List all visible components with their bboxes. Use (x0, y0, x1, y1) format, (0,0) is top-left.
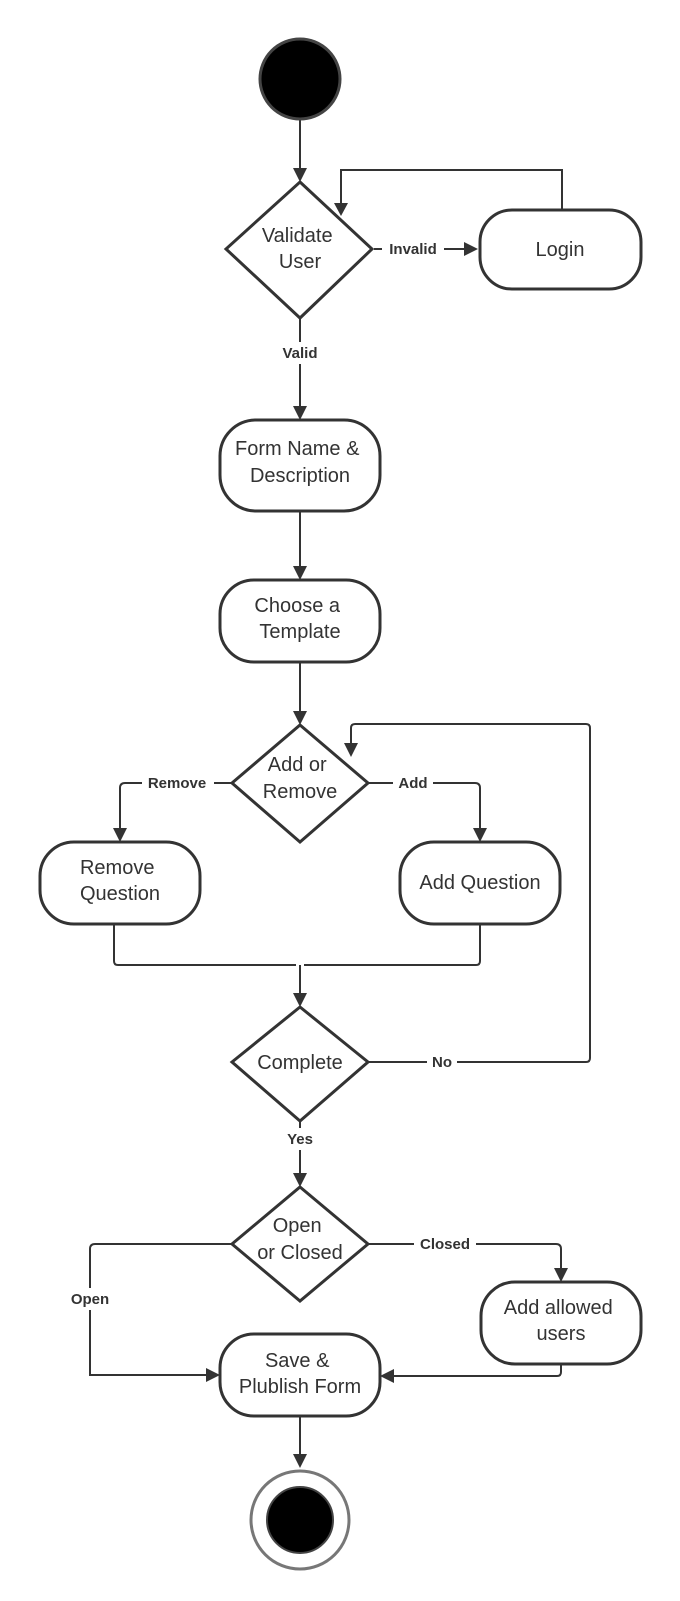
edge-label-yes: Yes (287, 1131, 313, 1148)
node-text-line: Question (80, 883, 160, 905)
edge-label-add: Add (398, 775, 427, 792)
arrowhead (464, 242, 478, 256)
node-text-line: Choose a (254, 595, 340, 617)
node-text-line: Remove (263, 781, 337, 803)
edge-labels: Invalid Valid Remove Add No Yes Open Clo… (64, 238, 476, 1310)
svg-text:Remove Question: Remove Question (80, 857, 160, 905)
decision-complete: Complete (229, 1005, 371, 1123)
edge-label-closed: Closed (420, 1236, 470, 1253)
activity-form-name-description: Form Name & Description (218, 418, 382, 513)
decision-add-or-remove: Add or Remove (229, 723, 371, 844)
arrowhead (206, 1368, 220, 1382)
decision-validate-user: Validate User (223, 179, 375, 321)
svg-text:Add or Remove: Add or Remove (263, 754, 337, 803)
activity-add-allowed-users: Add allowed users (479, 1280, 643, 1366)
node-text-line: users (537, 1323, 586, 1345)
activity-remove-question: Remove Question (38, 840, 202, 926)
edge-add-remove-to-add-question (368, 782, 481, 829)
node-text-line: Open (273, 1215, 322, 1237)
arrowhead (473, 828, 487, 842)
svg-text:Choose a Template: Choose a Template (254, 595, 345, 643)
arrowhead (113, 828, 127, 842)
arrowhead (293, 406, 307, 420)
arrowhead (334, 203, 348, 216)
edge-open-to-save (89, 1243, 231, 1376)
edge-add-remove-to-remove-question (119, 782, 232, 829)
arrowhead (293, 566, 307, 580)
arrowheads (113, 168, 568, 1468)
edge-allowed-users-to-save (393, 1365, 562, 1377)
svg-text:Login: Login (536, 239, 585, 261)
arrowhead (293, 1454, 307, 1468)
activity-save-publish-form: Save & Plublish Form (218, 1332, 382, 1418)
activity-choose-template: Choose a Template (218, 578, 382, 664)
arrowhead (293, 711, 307, 725)
node-text-line: Remove (80, 857, 154, 879)
node-text-line: Add allowed (504, 1297, 613, 1319)
decision-open-or-closed: Open or Closed (229, 1185, 371, 1303)
arrowhead (293, 1173, 307, 1187)
node-text-line: Template (259, 621, 340, 643)
end-node (249, 1469, 351, 1571)
svg-text:Complete: Complete (257, 1052, 343, 1074)
node-text-line: Login (536, 239, 585, 261)
activity-login: Login (478, 208, 643, 291)
node-text-line: Complete (257, 1052, 343, 1074)
svg-text:Validate User: Validate User (262, 225, 338, 273)
nodes: Validate User Login Form Name & Descript… (38, 37, 643, 1571)
node-text-line: Add or (268, 754, 327, 776)
svg-text:Add Question: Add Question (419, 872, 540, 894)
edge-remove-question-to-merge (113, 925, 296, 966)
node-text-line: Add Question (419, 872, 540, 894)
arrowhead (293, 993, 307, 1007)
edge-label-valid: Valid (282, 345, 317, 362)
arrowhead (380, 1369, 394, 1383)
node-text-line: Save & (265, 1350, 330, 1372)
edge-label-invalid: Invalid (389, 241, 437, 258)
edge-add-question-to-merge (304, 925, 481, 966)
node-text-line: Plublish Form (239, 1376, 361, 1398)
svg-text:Add allowed users: Add allowed users (504, 1297, 619, 1345)
edge-complete-no-loop (350, 723, 591, 1063)
arrowhead (293, 168, 307, 182)
svg-text:Save & Plublish Form: Save & Plublish Form (239, 1350, 361, 1398)
node-text-line: Description (250, 465, 350, 487)
edge-label-open: Open (71, 1291, 109, 1308)
node-text-line: Validate (262, 225, 333, 247)
node-text-line: Form Name & (235, 438, 360, 460)
edge-label-remove: Remove (148, 775, 206, 792)
edge-login-back-to-validate (340, 169, 563, 210)
activity-add-question: Add Question (398, 840, 562, 926)
edge-open-closed-to-allowed-users (369, 1243, 562, 1269)
edge-label-no: No (432, 1054, 452, 1071)
node-text-line: or Closed (257, 1242, 343, 1264)
node-text-line: User (279, 251, 322, 273)
arrowhead (554, 1268, 568, 1282)
start-node (258, 37, 342, 121)
svg-text:Open or Closed: Open or Closed (257, 1215, 343, 1264)
svg-text:Form Name & Descriptio: Form Name & Description (235, 438, 365, 487)
arrowhead (344, 743, 358, 757)
